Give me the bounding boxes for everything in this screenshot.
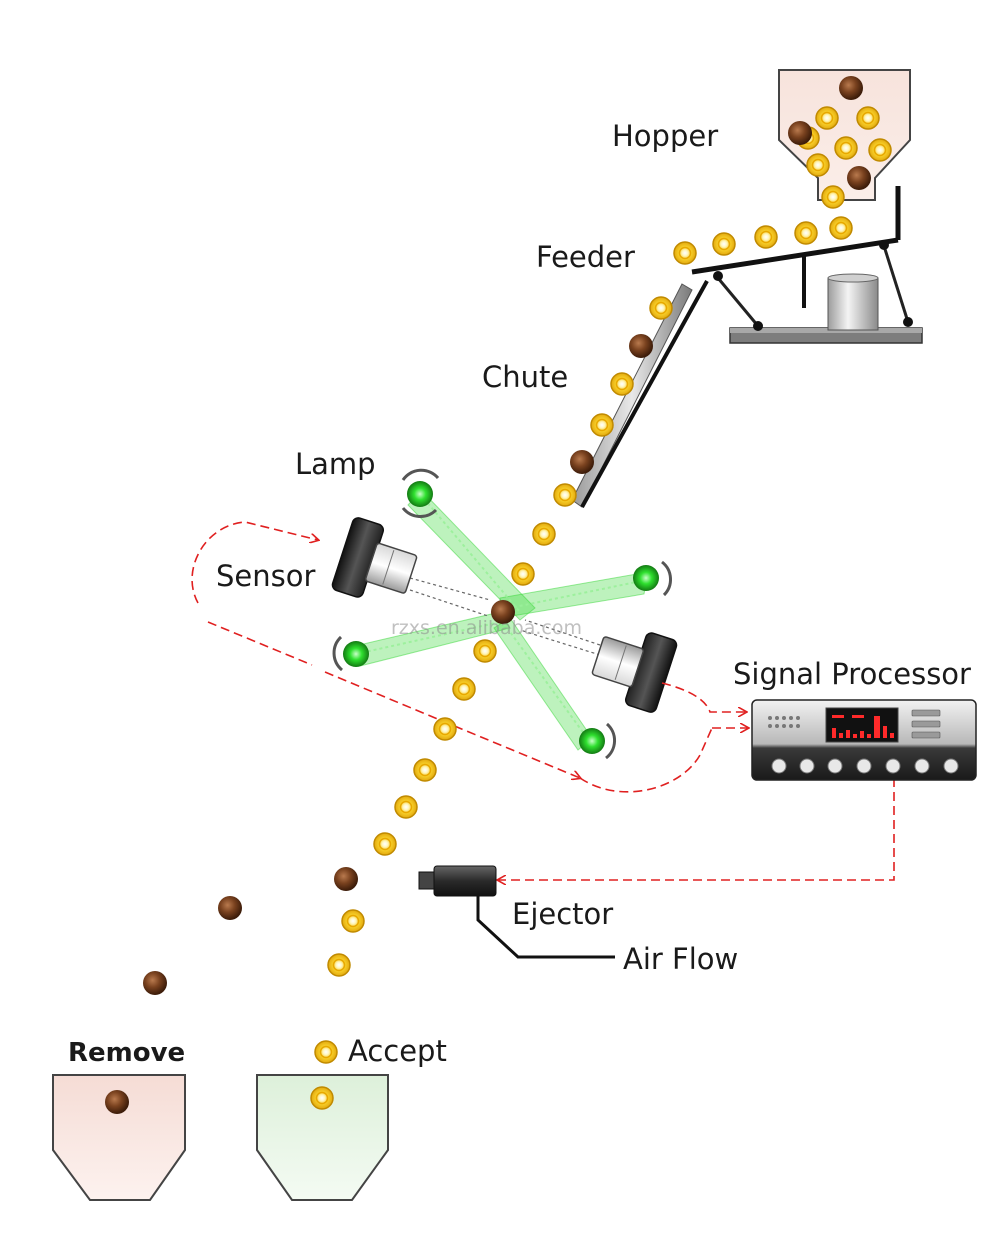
- good-grain-ring: [678, 246, 692, 260]
- good-grain: [829, 216, 853, 240]
- signal-lines: [191, 521, 895, 880]
- light-beam-cores: [355, 493, 647, 743]
- good-grain: [310, 1086, 334, 1110]
- good-grain: [610, 372, 634, 396]
- good-grain: [815, 106, 839, 130]
- good-grain-ring: [811, 158, 825, 172]
- grains: [105, 76, 892, 1114]
- good-grain-ring: [654, 301, 668, 315]
- good-grain: [553, 483, 577, 507]
- good-grain: [373, 832, 397, 856]
- good-grain: [590, 413, 614, 437]
- good-grain-ring: [820, 111, 834, 125]
- good-grain-ring: [315, 1091, 329, 1105]
- lamp-icon: [579, 722, 617, 760]
- good-grain: [673, 241, 697, 265]
- accept-label: Accept: [348, 1034, 447, 1068]
- chute-label: Chute: [482, 360, 569, 394]
- good-grain: [821, 185, 845, 209]
- good-grain-ring: [826, 190, 840, 204]
- good-grain: [433, 717, 457, 741]
- good-grain: [452, 677, 476, 701]
- good-grain-ring: [346, 914, 360, 928]
- hopper-label: Hopper: [612, 119, 719, 153]
- feeder-label: Feeder: [536, 240, 635, 274]
- good-grain: [712, 232, 736, 256]
- sensor-sight-lines: [409, 577, 601, 656]
- good-grain: [473, 639, 497, 663]
- lamp-icon: [401, 468, 440, 518]
- good-grain-ring: [457, 682, 471, 696]
- bin-icon: [256, 1074, 389, 1201]
- bad-grain: [839, 76, 863, 100]
- good-grain-ring: [861, 111, 875, 125]
- good-grain: [327, 953, 351, 977]
- sensor-camera-icon: [331, 517, 418, 598]
- sensor-label: Sensor: [216, 559, 316, 593]
- good-grain-ring: [558, 488, 572, 502]
- feeder-icon: [691, 186, 923, 344]
- remove-label: Remove: [68, 1038, 186, 1068]
- good-grain-ring: [418, 763, 432, 777]
- good-grain-ring: [717, 237, 731, 251]
- good-grain-ring: [399, 800, 413, 814]
- sensor-camera-icon: [591, 632, 678, 713]
- air-flow-label: Air Flow: [623, 942, 739, 976]
- good-grain: [856, 106, 880, 130]
- good-grain-ring: [873, 143, 887, 157]
- bad-grain: [629, 334, 653, 358]
- good-grain-ring: [615, 377, 629, 391]
- good-grain-ring: [537, 527, 551, 541]
- chute-icon: [571, 280, 709, 508]
- bad-grain: [218, 896, 242, 920]
- bad-grain: [788, 121, 812, 145]
- good-grain-ring: [516, 567, 530, 581]
- good-grain: [868, 138, 892, 162]
- good-grain: [511, 562, 535, 586]
- bad-grain: [105, 1090, 129, 1114]
- lamp-icon: [332, 635, 369, 672]
- ejector-icon: [418, 865, 615, 959]
- good-grain: [794, 221, 818, 245]
- good-grain: [394, 795, 418, 819]
- good-grain: [806, 153, 830, 177]
- good-grain: [314, 1040, 338, 1064]
- good-grain: [341, 909, 365, 933]
- bad-grain: [570, 450, 594, 474]
- good-grain-ring: [319, 1045, 333, 1059]
- good-grain-ring: [478, 644, 492, 658]
- bin-icon: [52, 1074, 186, 1201]
- good-grain-ring: [378, 837, 392, 851]
- good-grain-ring: [839, 141, 853, 155]
- good-grain: [413, 758, 437, 782]
- good-grain-ring: [834, 221, 848, 235]
- bad-grain: [143, 971, 167, 995]
- ejector-label: Ejector: [512, 897, 614, 931]
- good-grain-ring: [595, 418, 609, 432]
- bad-grain: [491, 600, 515, 624]
- good-grain: [532, 522, 556, 546]
- good-grain-ring: [799, 226, 813, 240]
- signal-processor-label: Signal Processor: [733, 657, 971, 691]
- bad-grain: [847, 166, 871, 190]
- lamp-icon: [633, 560, 672, 597]
- good-grain: [754, 225, 778, 249]
- lamp-label: Lamp: [295, 447, 376, 481]
- good-grain: [649, 296, 673, 320]
- good-grain-ring: [759, 230, 773, 244]
- good-grain-ring: [332, 958, 346, 972]
- good-grain-ring: [438, 722, 452, 736]
- bad-grain: [334, 867, 358, 891]
- signal-processor-icon: [751, 699, 977, 781]
- watermark: rzxs.en.alibaba.com: [391, 617, 582, 639]
- good-grain: [834, 136, 858, 160]
